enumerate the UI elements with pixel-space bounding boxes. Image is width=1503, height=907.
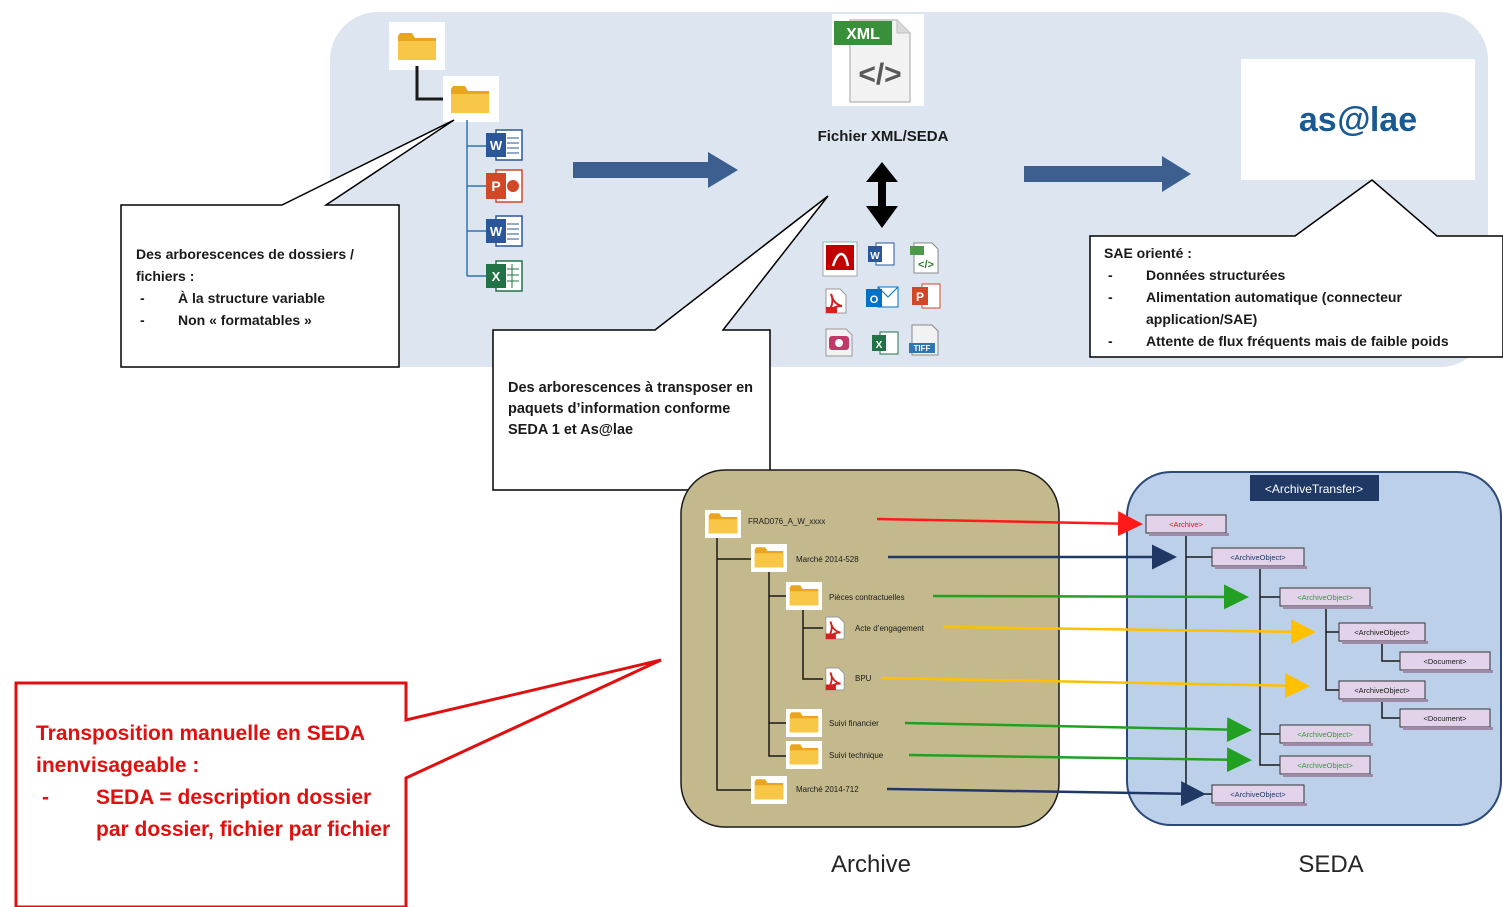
xml-code-glyph: </> xyxy=(858,58,901,91)
callout-sae-item: Alimentation automatique (connecteur app… xyxy=(1104,286,1499,330)
seda-node-shadow xyxy=(1342,699,1428,702)
archive-node: Marché 2014-712 xyxy=(796,785,859,794)
xml-badge: XML xyxy=(846,26,880,43)
seda-node-shadow xyxy=(1215,803,1307,806)
xml-file-icon: </> xyxy=(910,242,939,274)
excel-icon: X xyxy=(486,260,523,292)
callout-folders: Des arborescences de dossiers / fichiers… xyxy=(136,243,396,331)
seda-node-label: <ArchiveObject> xyxy=(1354,628,1410,637)
seda-node-label: <ArchiveObject> xyxy=(1354,686,1410,695)
tiff-icon: TIFF xyxy=(909,324,939,356)
seda-node-shadow xyxy=(1283,743,1373,746)
asalae-logo: as@lae xyxy=(1241,59,1475,180)
seda-node-label: <ArchiveObject> xyxy=(1230,790,1286,799)
word-icon: W xyxy=(868,242,895,266)
callout-folders-item: À la structure variable xyxy=(136,287,396,309)
folder-tree xyxy=(389,22,499,277)
big-arrow-1 xyxy=(573,152,738,188)
big-arrow-2 xyxy=(1024,156,1191,192)
seda-node-label: <Document> xyxy=(1424,657,1468,666)
mapping-arrows xyxy=(876,511,1316,807)
acrobat-icon xyxy=(822,241,858,277)
svg-text:X: X xyxy=(492,269,501,284)
pdf-icon xyxy=(824,667,846,691)
callout-transpose-title: Des arborescences à transposer en paquet… xyxy=(508,380,754,438)
seda-node-shadow xyxy=(1342,641,1428,644)
seda-node-label: <ArchiveObject> xyxy=(1297,593,1353,602)
powerpoint-icon: P xyxy=(912,283,941,309)
callout-sae: SAE orienté : Données structurées Alimen… xyxy=(1104,242,1499,352)
seda-root xyxy=(1250,475,1379,501)
seda-node-label: <Archive> xyxy=(1169,520,1203,529)
callout-red: Transposition manuelle en SEDA inenvisag… xyxy=(36,718,396,846)
archive-node: Marché 2014-528 xyxy=(796,555,859,564)
xml-file-icon: XML </> xyxy=(832,14,924,106)
svg-text:W: W xyxy=(870,251,880,262)
pdf-icon xyxy=(824,287,848,315)
excel-icon: X xyxy=(872,331,899,355)
seda-node-label: <Document> xyxy=(1424,714,1468,723)
seda-node-shadow xyxy=(1283,774,1373,777)
callout-red-title: Transposition manuelle en SEDA inenvisag… xyxy=(36,722,365,777)
seda-node-shadow xyxy=(1403,670,1493,673)
callout-red-item: SEDA = description dossier par dossier, … xyxy=(36,782,396,846)
seda-node-shadow xyxy=(1283,606,1373,609)
image-icon xyxy=(825,328,853,357)
archive-node: Pièces contractuelles xyxy=(829,593,905,602)
svg-text:P: P xyxy=(916,290,924,304)
seda-node-shadow xyxy=(1403,727,1493,730)
svg-text:W: W xyxy=(490,138,503,153)
svg-text:O: O xyxy=(870,294,879,306)
svg-text:P: P xyxy=(491,178,500,194)
seda-node-label: <ArchiveObject> xyxy=(1230,553,1286,562)
powerpoint-icon: P xyxy=(486,169,523,203)
callout-folders-title: Des arborescences de dossiers / fichiers… xyxy=(136,246,354,284)
pdf-icon xyxy=(824,616,846,640)
xml-label: Fichier XML/SEDA xyxy=(818,128,949,145)
archive-tree-labels: FRAD076_A_W_xxxx Marché 2014-528 Pièces … xyxy=(748,517,925,794)
archive-tree-lines xyxy=(716,538,823,791)
seda-node-label: <ArchiveObject> xyxy=(1297,730,1353,739)
word-icon: W xyxy=(486,215,523,247)
archive-node: FRAD076_A_W_xxxx xyxy=(748,517,825,526)
archive-caption: Archive xyxy=(831,851,911,878)
outlook-icon: O xyxy=(866,286,899,308)
svg-text:as@lae: as@lae xyxy=(1299,101,1417,139)
svg-text:</>: </> xyxy=(918,259,934,271)
svg-text:TIFF: TIFF xyxy=(914,344,931,353)
callout-transpose: Des arborescences à transposer en paquet… xyxy=(508,378,764,441)
archive-node: BPU xyxy=(855,674,872,683)
bidirectional-arrow xyxy=(866,162,898,228)
callout-transpose-shape xyxy=(492,195,829,491)
archive-node: Suivi financier xyxy=(829,719,879,728)
svg-text:X: X xyxy=(876,340,883,351)
callout-sae-item: Données structurées xyxy=(1104,264,1499,286)
seda-node-label: <ArchiveObject> xyxy=(1297,761,1353,770)
archive-node: Acte d’engagement xyxy=(855,624,925,633)
seda-caption: SEDA xyxy=(1298,851,1363,878)
archive-node: Suivi technique xyxy=(829,751,884,760)
svg-text:W: W xyxy=(490,224,503,239)
seda-root-label: <ArchiveTransfer> xyxy=(1265,482,1363,496)
seda-node-shadow xyxy=(1215,566,1307,569)
seda-node-shadow xyxy=(1149,533,1229,536)
callout-sae-item: Attente de flux fréquents mais de faible… xyxy=(1104,330,1499,352)
callout-sae-title: SAE orienté : xyxy=(1104,245,1192,261)
callout-folders-item: Non « formatables » xyxy=(136,309,396,331)
word-icon: W xyxy=(486,129,523,161)
